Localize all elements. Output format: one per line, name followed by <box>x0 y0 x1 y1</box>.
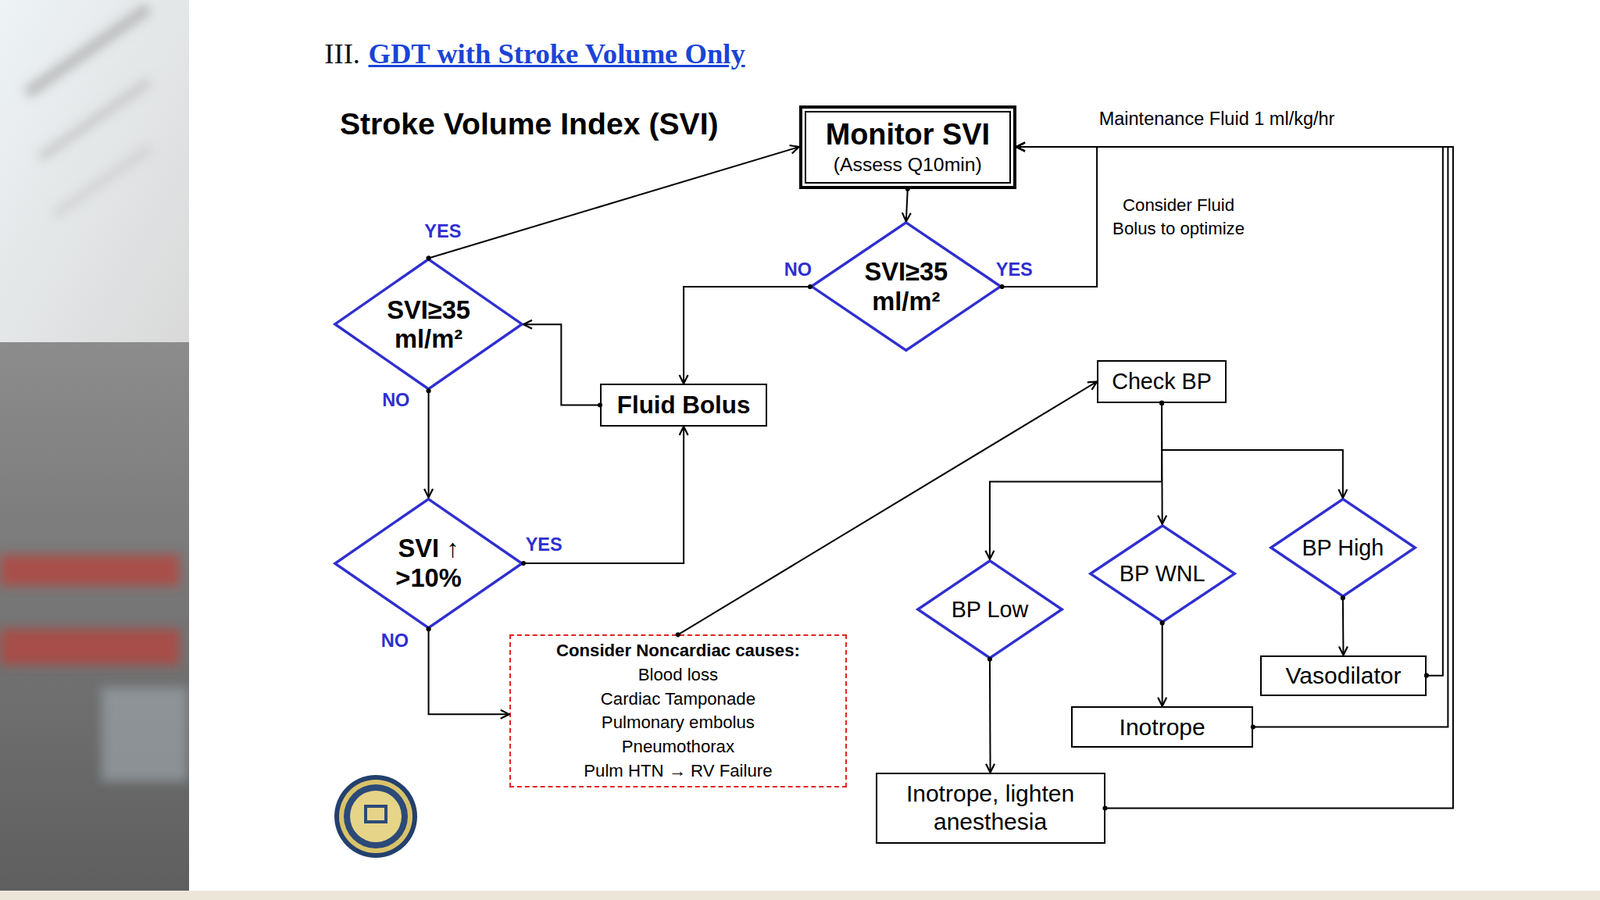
monitor-box: Monitor SVI(Assess Q10min) <box>799 105 1017 190</box>
flow-arrow <box>683 286 811 384</box>
node-text: BP High <box>1301 534 1384 561</box>
branch-label: YES <box>996 258 1033 280</box>
node-text: Vasodilator <box>1285 661 1401 690</box>
flow-arrow <box>1016 146 1448 728</box>
node-subtext: Pulmonary embolus <box>601 710 755 736</box>
node-text: BP Low <box>951 596 1029 623</box>
background-photo <box>0 0 190 344</box>
slide-area <box>189 0 1600 891</box>
node-text: Fluid Bolus <box>617 390 751 421</box>
seal-ring <box>343 784 408 849</box>
node-subtext: (Assess Q10min) <box>833 153 983 177</box>
node-subtext: Pulm HTN → RV Failure <box>583 759 772 784</box>
decision-diamond: SVI ↑ >10% <box>333 497 524 629</box>
seal-center <box>350 790 402 843</box>
node-text: BP WNL <box>1119 560 1206 587</box>
node-text: Inotrope <box>1119 713 1206 742</box>
seal-emblem <box>367 807 385 821</box>
decision-diamond: BP WNL <box>1089 524 1236 624</box>
node-text: Inotrope, lighten anesthesia <box>888 779 1093 836</box>
decision-diamond: SVI≥35 ml/m² <box>333 257 524 391</box>
node-text: SVI ↑ >10% <box>377 533 480 593</box>
blurred-stroke <box>0 628 180 665</box>
blurred-stroke <box>38 78 152 161</box>
flow-arrow <box>1160 403 1164 525</box>
flow-arrow <box>1161 403 1343 498</box>
chart-heading: Stroke Volume Index (SVI) <box>339 105 719 143</box>
edge-note: Consider Fluid Bolus to optimize <box>1107 193 1250 241</box>
node-text: Check BP <box>1111 367 1212 395</box>
branch-label: NO <box>381 630 409 652</box>
branch-label: YES <box>424 221 461 243</box>
decision-diamond: SVI≥35 ml/m² <box>810 221 1003 352</box>
node-text: Monitor SVI <box>825 117 990 153</box>
branch-label: NO <box>784 258 812 280</box>
flow-arrow <box>906 189 908 222</box>
flow-arrow <box>428 628 510 715</box>
process-box: Vasodilator <box>1260 655 1427 697</box>
flow-arrow <box>523 426 684 564</box>
process-box: Inotrope, lighten anesthesia <box>875 772 1106 844</box>
node-text: SVI≥35 ml/m² <box>377 295 480 354</box>
node-subtext: Cardiac Tamponade <box>600 687 756 712</box>
note-box: Consider Noncardiac causes:Blood lossCar… <box>509 634 847 788</box>
seal-emblem <box>364 804 388 824</box>
flow-arrow <box>428 390 430 498</box>
section-number: III. <box>324 36 361 72</box>
bottom-strip <box>0 890 1600 900</box>
blurred-stroke <box>101 687 188 782</box>
blurred-stroke <box>52 145 152 218</box>
node-text: SVI≥35 ml/m² <box>855 257 958 316</box>
process-box: Inotrope <box>1071 706 1253 749</box>
flow-arrow <box>1161 622 1164 706</box>
diamond-shape <box>811 222 1001 351</box>
node-text: Consider Noncardiac causes: <box>556 639 800 664</box>
flow-arrow <box>428 146 800 258</box>
diamond-shape <box>1271 499 1415 597</box>
diamond-shape <box>917 560 1062 658</box>
seal-ring <box>334 775 418 858</box>
flow-arrow <box>989 403 1162 560</box>
blurred-stroke <box>0 554 180 586</box>
flow-arrow <box>1342 597 1345 655</box>
node-subtext: Pneumothorax <box>621 735 735 760</box>
university-seal <box>334 775 418 858</box>
diamond-shape <box>1089 525 1234 622</box>
process-box: Check BP <box>1096 360 1227 404</box>
flow-arrow <box>989 659 992 773</box>
process-box: Fluid Bolus <box>600 383 768 427</box>
diamond-shape <box>335 259 522 390</box>
decision-diamond: BP High <box>1269 497 1417 598</box>
blurred-photo-detail <box>0 3 188 782</box>
flow-arrow <box>523 324 600 405</box>
branch-label: NO <box>382 389 410 411</box>
blurred-stroke <box>24 3 153 97</box>
flow-arrow <box>1016 146 1454 808</box>
background-photo <box>0 342 190 900</box>
slide-title: GDT with Stroke Volume Only <box>368 36 746 71</box>
seal-ring <box>339 779 413 854</box>
node-subtext: Blood loss <box>638 663 718 688</box>
flow-arrow <box>1016 146 1443 676</box>
branch-label: YES <box>525 534 563 556</box>
edge-note: Maintenance Fluid 1 ml/kg/hr <box>1099 107 1336 130</box>
diamond-shape <box>335 499 522 629</box>
decision-diamond: BP Low <box>916 559 1064 660</box>
